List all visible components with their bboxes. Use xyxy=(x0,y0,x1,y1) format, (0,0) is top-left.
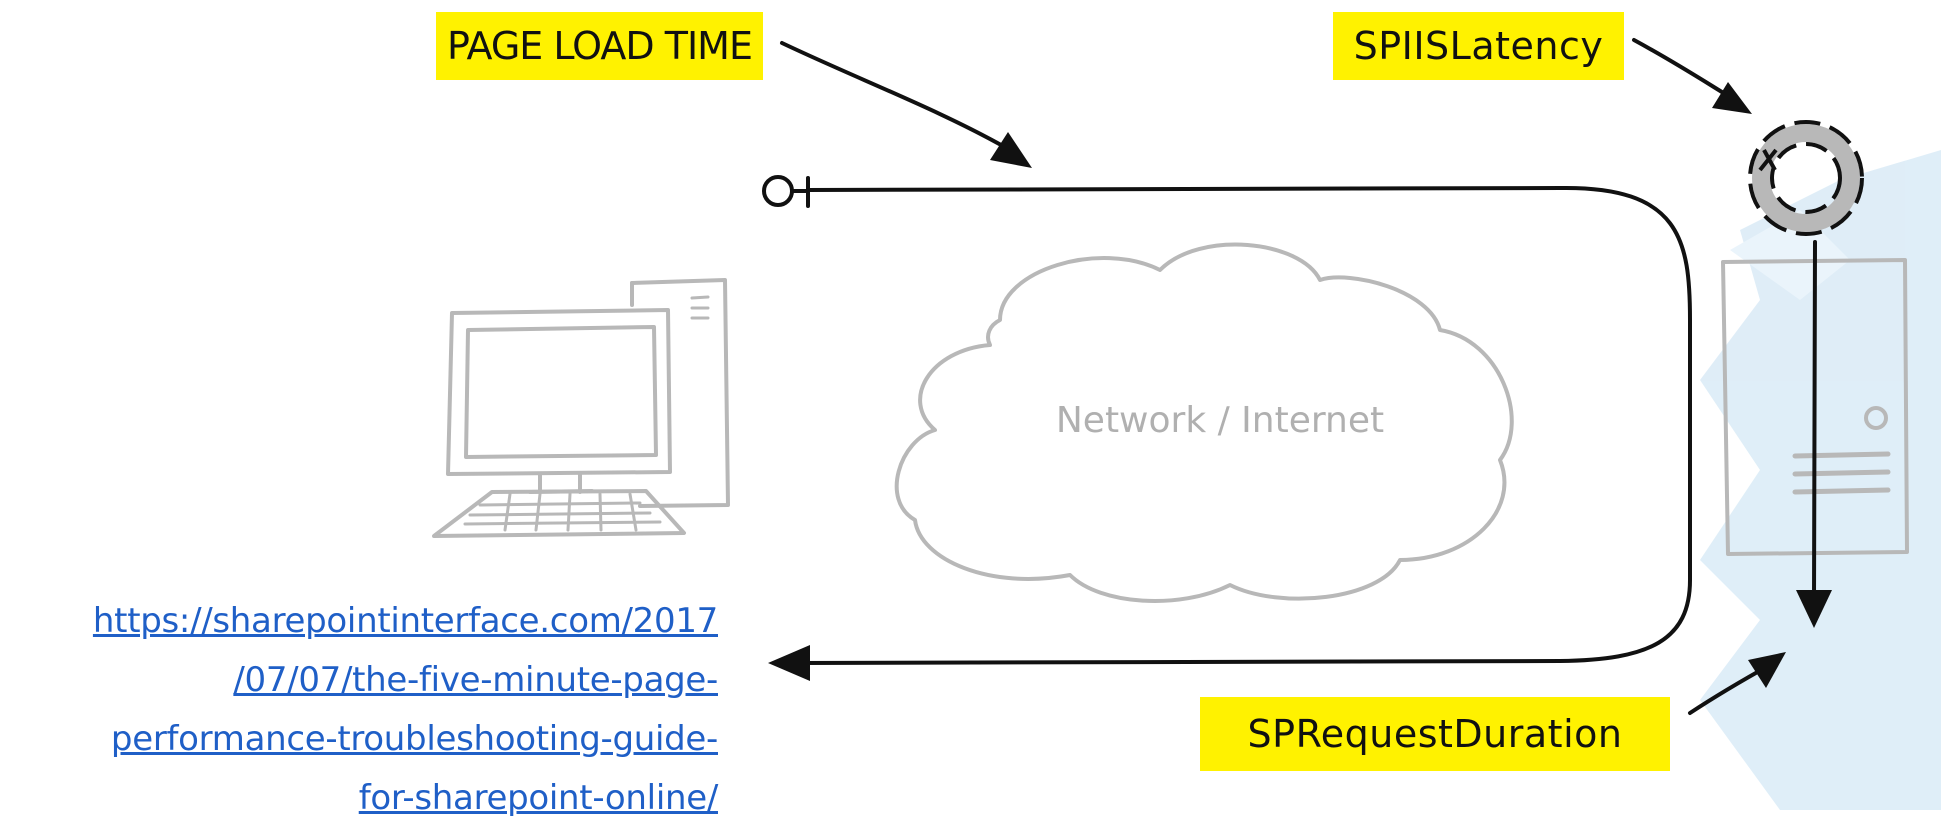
reference-link-line-2[interactable]: /07/07/the-five-minute-page- xyxy=(233,660,718,700)
server-icon xyxy=(1721,258,1909,556)
reference-link-line-1[interactable]: https://sharepointinterface.com/2017 xyxy=(92,601,718,641)
iis-latency-arrow xyxy=(1632,38,1752,114)
client-computer-icon xyxy=(432,278,730,538)
page-load-time-label: PAGE LOAD TIME xyxy=(436,12,763,80)
return-arrowhead-icon xyxy=(768,645,810,681)
request-duration-arrow xyxy=(1688,652,1786,715)
reference-link-line-3[interactable]: performance-troubleshooting-guide- xyxy=(110,719,718,759)
reference-link-line-4[interactable]: for-sharepoint-online/ xyxy=(358,778,719,818)
sp-request-duration-label: SPRequestDuration xyxy=(1200,697,1670,771)
network-cloud-shape xyxy=(894,242,1514,604)
reference-link[interactable]: https://sharepointinterface.com/2017 /07… xyxy=(0,592,718,828)
page-load-time-arrow xyxy=(780,41,1032,168)
sp-iis-latency-label: SPIISLatency xyxy=(1333,12,1624,80)
request-response-loop xyxy=(762,175,1692,665)
diagram-canvas xyxy=(432,38,1941,810)
network-internet-label: Network / Internet xyxy=(1055,400,1385,441)
start-circle-icon xyxy=(762,175,794,207)
iis-latency-ring-icon xyxy=(1748,120,1864,236)
server-processing-arrow xyxy=(1796,240,1832,628)
